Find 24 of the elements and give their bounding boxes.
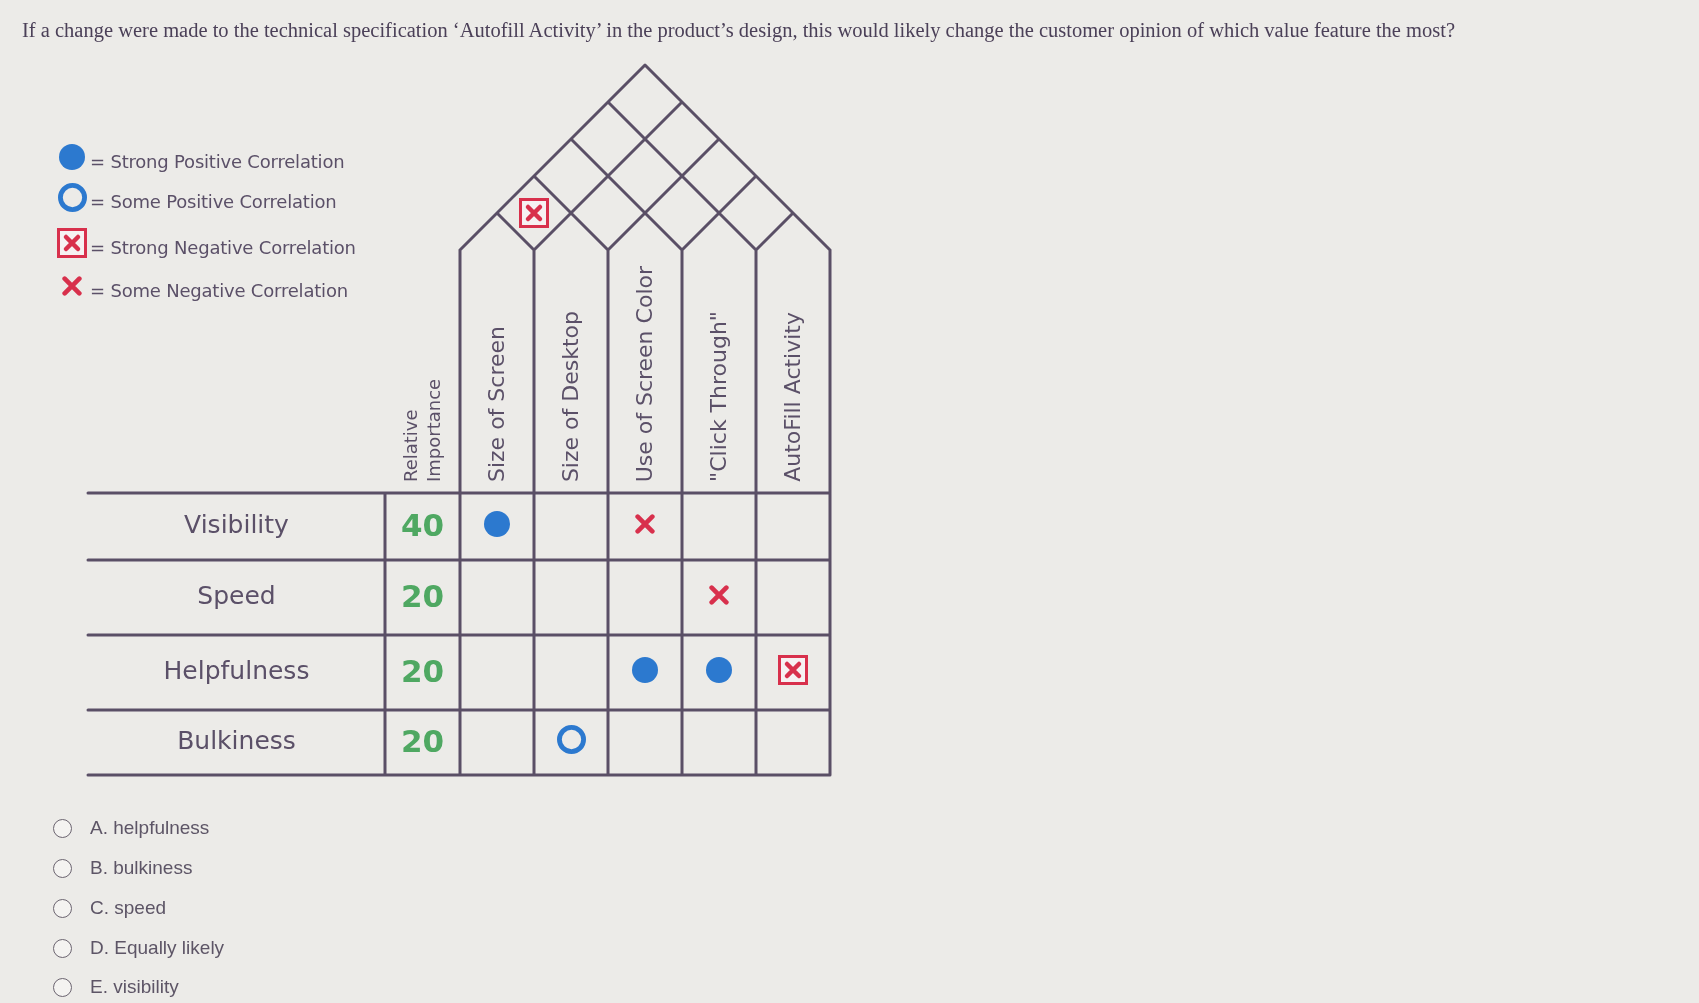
answer-option: A. helpfulness <box>90 817 210 839</box>
legend-text: = Strong Negative Correlation <box>90 237 356 258</box>
column-header: Use of Screen Color <box>632 265 658 482</box>
row-header: Helpfulness <box>163 656 310 685</box>
importance-value: 20 <box>400 722 445 759</box>
answer-option: D. Equally likely <box>90 937 225 959</box>
row-header: Visibility <box>184 510 289 539</box>
row-header: Speed <box>197 581 276 610</box>
importance-value: 20 <box>400 652 445 689</box>
importance-value: 20 <box>400 577 445 614</box>
column-header: Relative Importance <box>400 377 445 482</box>
column-header: Size of Screen <box>484 326 510 482</box>
answer-option: C. speed <box>90 897 167 919</box>
legend-text: = Strong Positive Correlation <box>90 151 345 172</box>
column-header: "Click Through" <box>706 311 732 482</box>
column-header: AutoFill Activity <box>780 312 806 482</box>
question-text: If a change were made to the technical specification ‘Autofill Activity’ in the product’s design, this would likely change the customer opinion of which value feature the most? <box>22 19 1456 42</box>
importance-value: 40 <box>400 506 445 543</box>
column-header: Size of Desktop <box>558 310 584 482</box>
answer-option: B. bulkiness <box>90 857 193 879</box>
legend-text: = Some Negative Correlation <box>90 280 348 301</box>
row-header: Bulkiness <box>177 726 296 755</box>
answer-option: E. visibility <box>90 976 179 998</box>
legend-text: = Some Positive Correlation <box>90 191 337 212</box>
